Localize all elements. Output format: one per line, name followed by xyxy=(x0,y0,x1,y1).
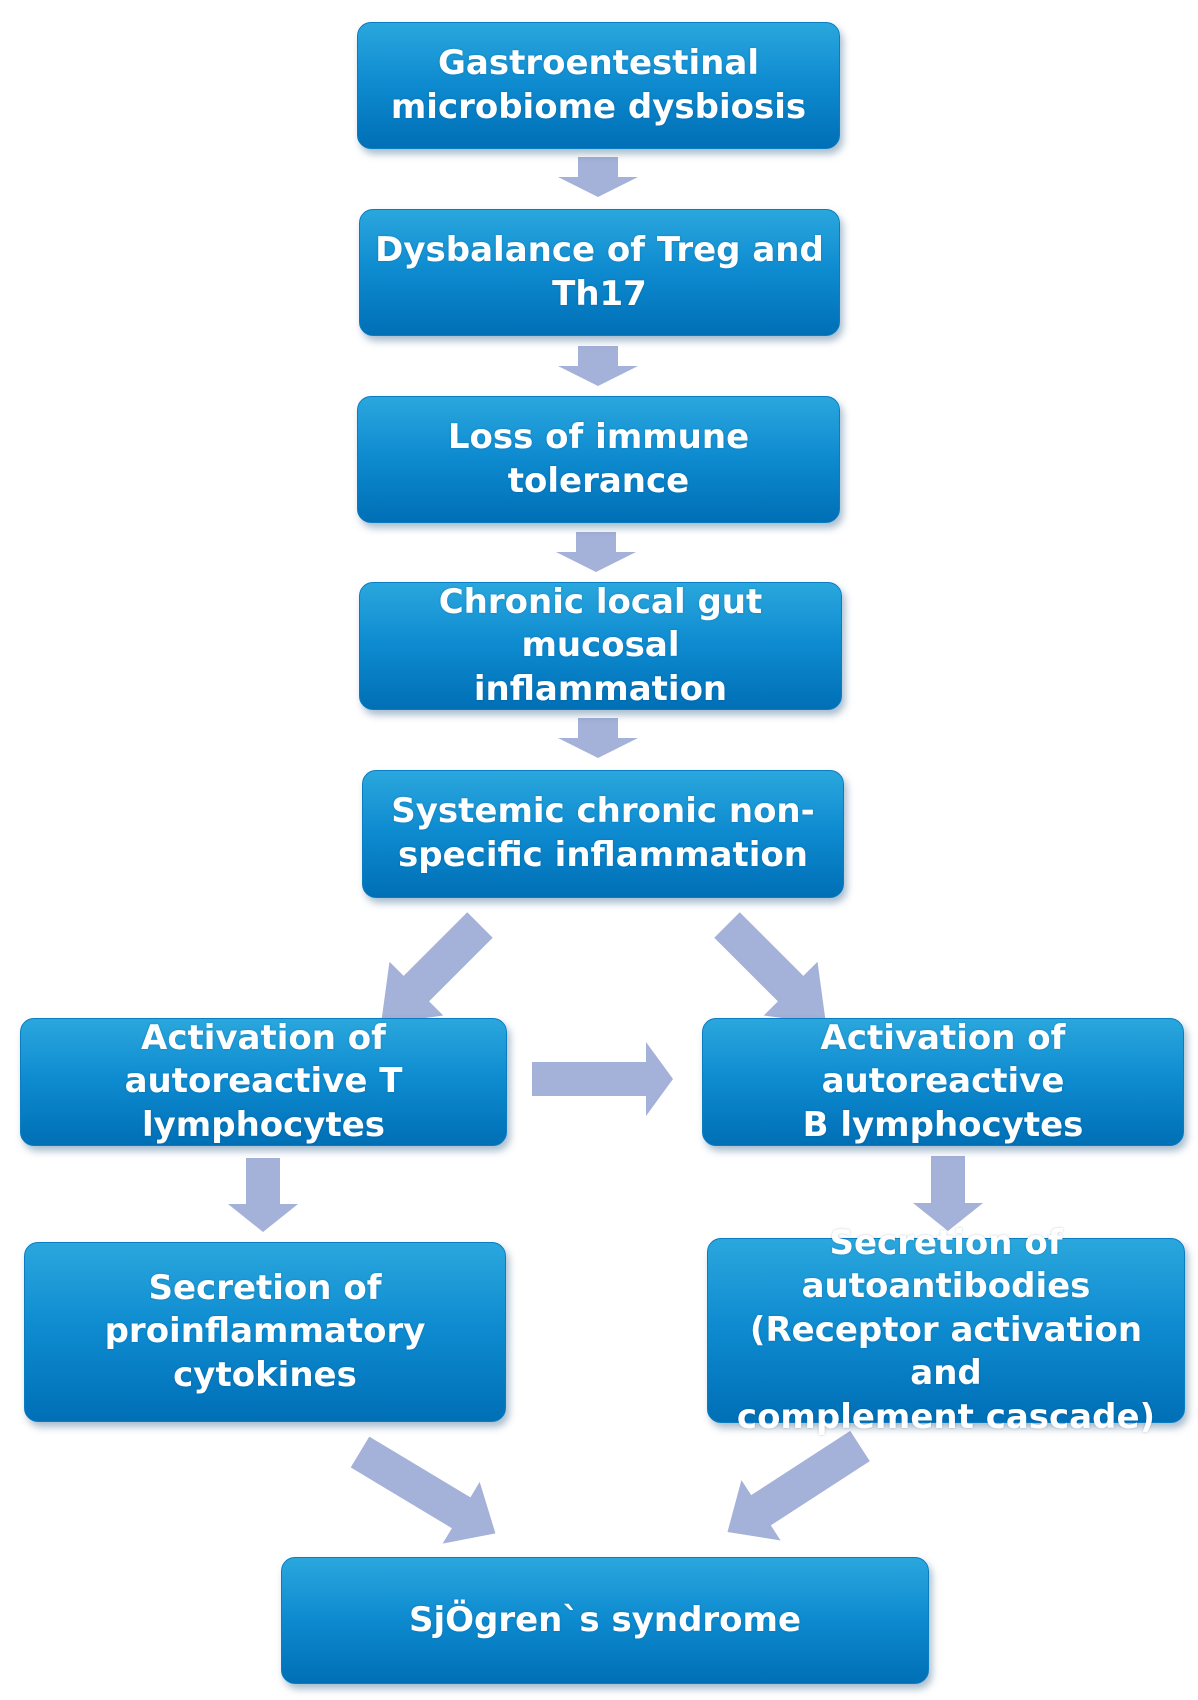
arrow-tcells-to-cytokines xyxy=(228,1158,298,1232)
node-systemic-inflammation: Systemic chronic non- specific inflammat… xyxy=(362,770,844,898)
arrow-autoantibodies-to-sjogren xyxy=(727,1430,870,1541)
arrow-tcells-to-bcells xyxy=(532,1042,673,1116)
arrow-cytokines-to-sjogren xyxy=(350,1436,496,1544)
arrow-bcells-to-autoantibodies xyxy=(913,1156,983,1231)
node-gastrointestinal-dysbiosis: Gastroentestinal microbiome dysbiosis xyxy=(357,22,840,149)
arrow-gastro-to-treg xyxy=(558,157,638,197)
node-cytokine-secretion: Secretion of proinflammatory cytokines xyxy=(24,1242,506,1422)
arrow-tolerance-to-gut xyxy=(556,532,636,572)
node-autoantibody-secretion: Secretion of autoantibodies (Receptor ac… xyxy=(707,1223,1185,1437)
arrow-treg-to-tolerance xyxy=(558,346,638,386)
arrow-systemic-to-tcells xyxy=(381,912,493,1024)
node-sjogren-syndrome: SjÖgren`s syndrome xyxy=(281,1557,929,1684)
node-t-lymphocyte-activation: Activation of autoreactive T lymphocytes xyxy=(20,1018,507,1146)
arrow-systemic-to-bcells xyxy=(714,912,826,1024)
node-treg-th17-dysbalance: Dysbalance of Treg and Th17 xyxy=(359,209,840,336)
node-chronic-gut-inflammation: Chronic local gut mucosal inflammation xyxy=(359,582,842,710)
arrow-gut-to-systemic xyxy=(558,718,638,758)
node-b-lymphocyte-activation: Activation of autoreactive B lymphocytes xyxy=(702,1018,1184,1146)
node-loss-of-immune-tolerance: Loss of immune tolerance xyxy=(357,396,840,523)
